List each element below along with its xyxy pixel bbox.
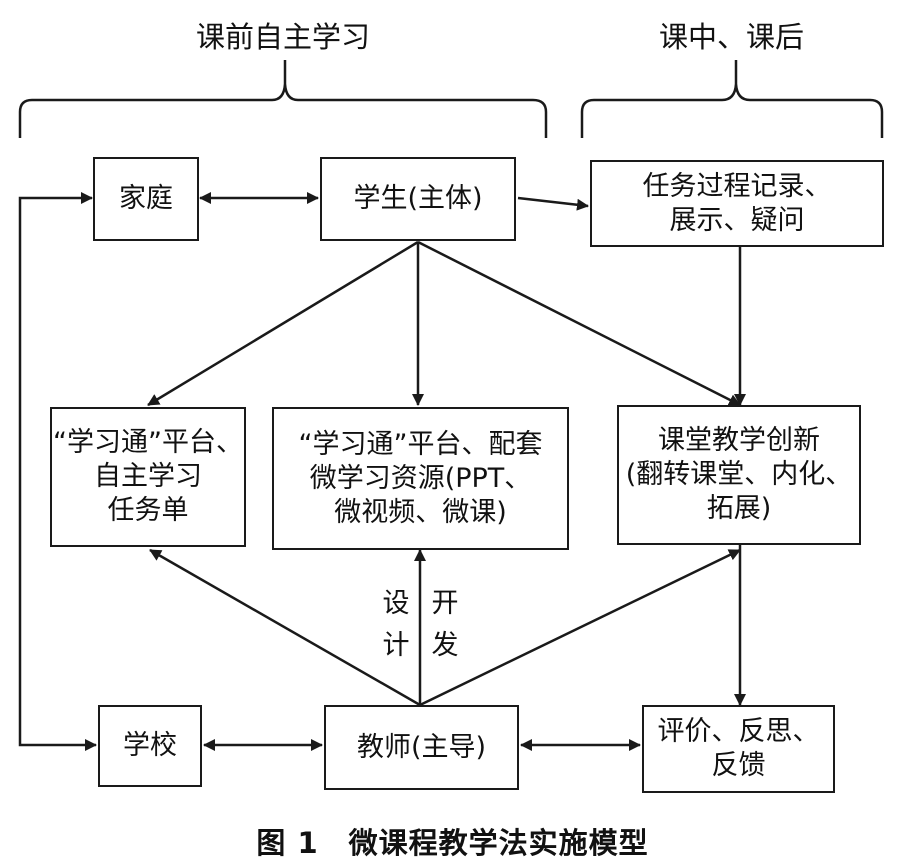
- node-evaluation: 评价、反思、 反馈: [642, 705, 835, 793]
- node-platform-tasks-line-1: “学习通”平台、: [53, 427, 243, 458]
- edge-label-design: 设 计: [381, 583, 411, 667]
- edge-student-record: [517, 196, 589, 211]
- node-teacher-label: 教师(主导): [356, 731, 487, 763]
- node-task-record-line-1: 任务过程记录、: [642, 170, 832, 202]
- node-school: 学校: [98, 705, 202, 787]
- edge-student-platform-tasks: [147, 240, 419, 407]
- node-platform-resources: “学习通”平台、配套 微学习资源(PPT、 微视频、微课): [272, 407, 569, 550]
- node-school-label: 学校: [123, 730, 177, 761]
- figure-caption: 图 1 微课程教学法实施模型: [256, 826, 649, 860]
- header-pre-class: 课前自主学习: [196, 20, 371, 54]
- node-teacher: 教师(主导): [324, 705, 519, 790]
- node-classroom-innovation-line-1: 课堂教学创新: [658, 425, 820, 456]
- node-task-record-line-2: 展示、疑问: [669, 204, 805, 236]
- node-platform-tasks-line-3: 任务单: [107, 495, 189, 526]
- node-classroom-innovation-line-3: 拓展): [706, 493, 772, 524]
- node-classroom-innovation: 课堂教学创新 (翻转课堂、内化、 拓展): [617, 405, 861, 545]
- node-home-label: 家庭: [119, 183, 173, 214]
- node-platform-resources-line-2: 微学习资源(PPT、: [309, 462, 532, 494]
- edge-label-develop-char-2: 发: [431, 630, 459, 661]
- edge-label-develop-char-1: 开: [431, 588, 459, 619]
- node-task-record: 任务过程记录、 展示、疑问: [590, 160, 884, 247]
- header-in-post-class: 课中、课后: [659, 20, 805, 54]
- node-student: 学生(主体): [320, 157, 516, 241]
- node-platform-tasks-line-2: 自主学习: [94, 461, 202, 492]
- edge-teacher-classroom: [419, 548, 741, 707]
- node-evaluation-line-1: 评价、反思、: [657, 716, 820, 747]
- node-classroom-innovation-line-2: (翻转课堂、内化、: [625, 459, 853, 490]
- edge-teacher-platform-tasks: [149, 548, 421, 707]
- edge-label-design-char-2: 计: [382, 630, 410, 661]
- node-platform-resources-line-1: “学习通”平台、配套: [298, 428, 543, 460]
- edge-label-develop: 开 发: [430, 583, 460, 667]
- edge-student-classroom: [417, 240, 741, 407]
- node-platform-tasks: “学习通”平台、 自主学习 任务单: [50, 407, 246, 547]
- node-platform-resources-line-3: 微视频、微课): [334, 496, 507, 528]
- node-student-label: 学生(主体): [353, 183, 483, 214]
- node-evaluation-line-2: 反馈: [711, 750, 766, 781]
- brace-in-post-class: [580, 60, 884, 138]
- edge-label-design-char-1: 设: [382, 588, 410, 619]
- brace-pre-class: [18, 60, 548, 138]
- edge-left-loop: [18, 192, 97, 751]
- node-home: 家庭: [93, 157, 199, 241]
